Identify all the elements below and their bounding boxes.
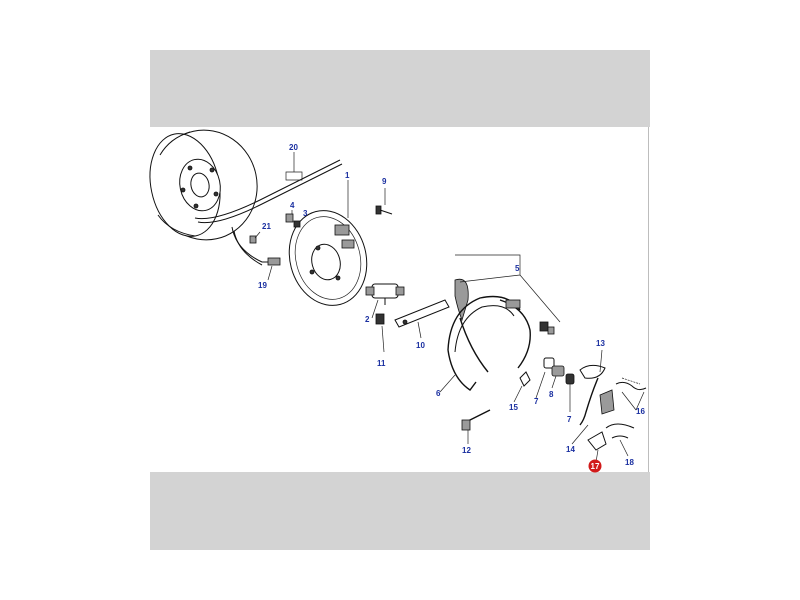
callout-1[interactable]: 1 — [345, 171, 350, 180]
callout-14[interactable]: 14 — [566, 445, 575, 454]
callout-8[interactable]: 8 — [549, 390, 554, 399]
callout-labels[interactable]: 1 2 3 4 5 6 7 7 8 9 10 11 12 13 14 15 16… — [258, 143, 645, 471]
callout-4[interactable]: 4 — [290, 201, 295, 210]
shoe-hardware — [519, 357, 575, 387]
callout-19[interactable]: 19 — [258, 281, 267, 290]
brake-drum — [149, 129, 258, 241]
callout-6[interactable]: 6 — [436, 389, 441, 398]
callout-9[interactable]: 9 — [382, 177, 387, 186]
bottom-gray-band — [150, 472, 650, 550]
callout-16[interactable]: 16 — [636, 407, 645, 416]
callout-12[interactable]: 12 — [462, 446, 471, 455]
callout-2[interactable]: 2 — [365, 315, 370, 324]
callout-18[interactable]: 18 — [625, 458, 634, 467]
lever-and-springs — [579, 364, 647, 451]
leader-lines — [254, 152, 645, 463]
highlight-marker — [588, 459, 602, 473]
wheel-cylinder — [365, 283, 405, 305]
callout-5[interactable]: 5 — [515, 264, 520, 273]
callout-17[interactable]: 17 — [591, 462, 600, 471]
backing-plate — [288, 210, 368, 306]
callout-7b[interactable]: 7 — [567, 415, 572, 424]
callout-13[interactable]: 13 — [596, 339, 605, 348]
brake-shoes — [447, 278, 555, 391]
bleeder-bolt — [461, 409, 491, 431]
callout-11[interactable]: 11 — [377, 359, 386, 368]
callout-15[interactable]: 15 — [509, 403, 518, 412]
callout-20[interactable]: 20 — [289, 143, 298, 152]
small-fasteners — [249, 205, 393, 325]
top-gray-band — [150, 50, 650, 127]
adjuster-strut — [394, 299, 450, 328]
brake-cable — [194, 159, 343, 266]
callout-7a[interactable]: 7 — [534, 397, 539, 406]
callout-21[interactable]: 21 — [262, 222, 271, 231]
callout-3[interactable]: 3 — [303, 209, 308, 218]
callout-10[interactable]: 10 — [416, 341, 425, 350]
